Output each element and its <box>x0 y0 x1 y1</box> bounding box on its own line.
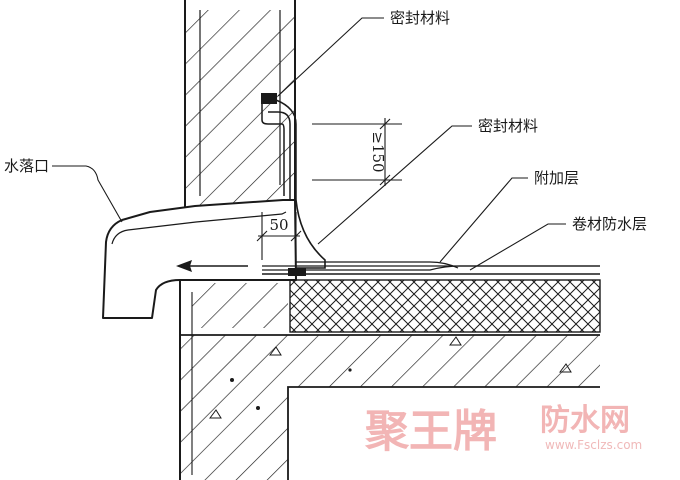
label-drain-outlet: 水落口 <box>4 157 49 175</box>
drain-outlet-body <box>102 199 297 319</box>
roof-slab <box>179 280 600 480</box>
sealant-block-top <box>261 93 277 104</box>
flow-arrow <box>176 260 248 272</box>
drain-gutter-line <box>111 211 287 245</box>
sealant-block-mid <box>288 268 306 276</box>
label-sealant-top: 密封材料 <box>390 9 450 27</box>
dimension-lap-text: 50 <box>269 216 288 234</box>
insulation-layer <box>192 279 601 333</box>
watermark-site: 防水网 <box>540 403 630 438</box>
dimension-lap <box>256 212 302 260</box>
membrane-upturn <box>261 99 297 200</box>
dimension-upturn-text: ≥150 <box>369 131 387 172</box>
watermark-logo: 聚王牌 防水网 www.Fsclzs.com <box>364 403 642 457</box>
label-additional-layer: 附加层 <box>534 169 579 187</box>
watermark-brand: 聚王牌 <box>364 406 497 457</box>
label-membrane-waterproof: 卷材防水层 <box>572 215 647 233</box>
cant-fillet <box>295 199 326 269</box>
watermark-url: www.Fsclzs.com <box>545 438 642 452</box>
dimension-upturn <box>312 118 402 186</box>
upper-wall <box>184 0 296 212</box>
leader-lines <box>52 17 566 271</box>
label-sealant-mid: 密封材料 <box>478 117 538 135</box>
membrane-layers <box>262 261 600 275</box>
